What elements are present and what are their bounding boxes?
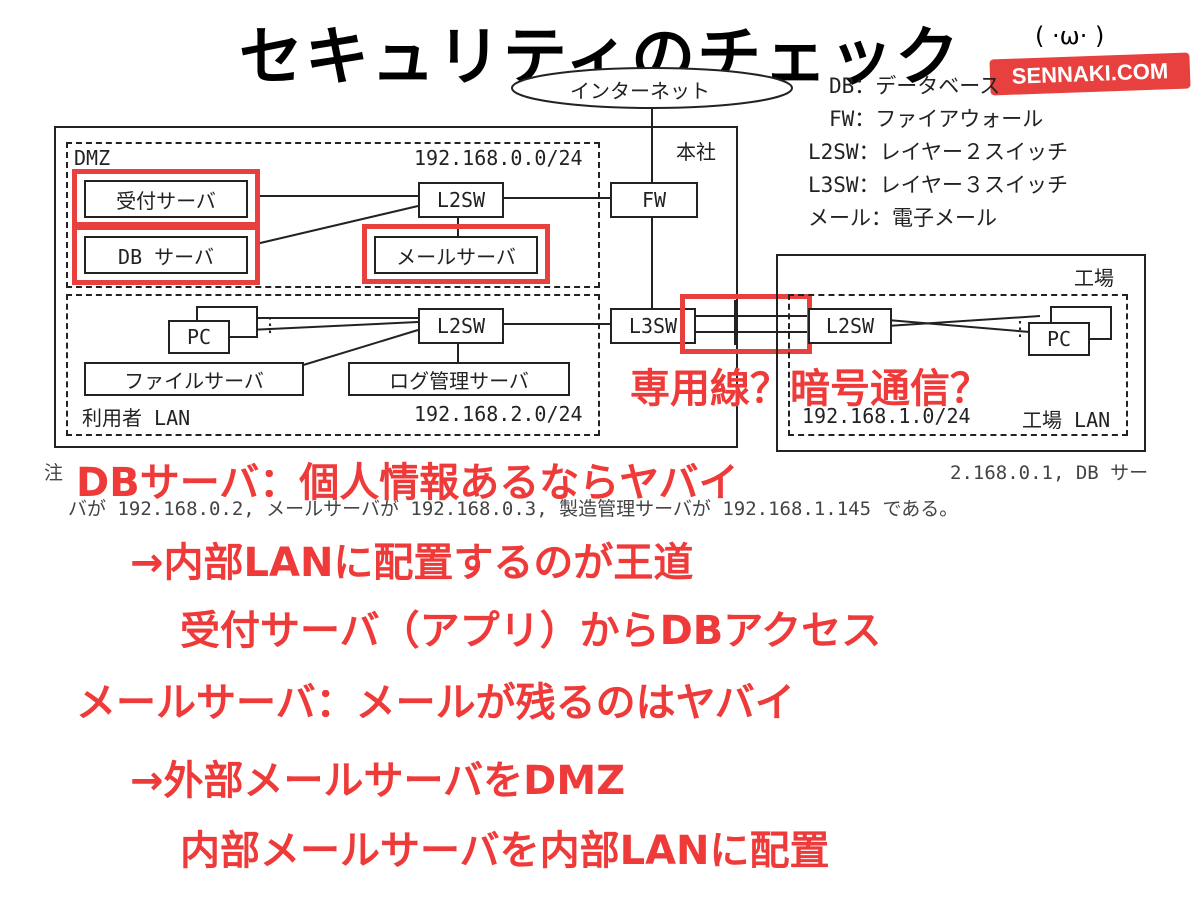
user-lan-label: 利用者 LAN (82, 406, 191, 430)
user-lan-subnet: 192.168.2.0/24 (414, 402, 583, 426)
hq-label: 本社 (676, 140, 716, 164)
highlight-mail-server (362, 224, 550, 284)
internet-label: インターネット (570, 79, 710, 103)
factory-lan-zone (788, 294, 1128, 436)
annotation-mail-fix-external: →外部メールサーバをDMZ (130, 758, 626, 804)
mail-server: メールサーバ (374, 236, 538, 274)
link-db-l2sw (255, 205, 419, 245)
pc-left: PC (168, 320, 230, 354)
factory-subnet: 192.168.1.0/24 (802, 404, 971, 428)
internet-cloud (511, 67, 793, 109)
mascot-face-icon: ( ·ω· ) (1035, 22, 1105, 50)
link-factory-l2sw-pc-2 (887, 315, 1041, 327)
hq-frame (54, 126, 738, 448)
link-user-l2sw-file (299, 329, 419, 367)
factory-l2sw: L2SW (808, 308, 892, 344)
user-lan-l2sw: L2SW (418, 308, 504, 344)
user-lan-zone (66, 294, 600, 436)
annotation-db-fix: →内部LANに配置するのが王道 (130, 540, 694, 586)
legend: DB：データベース FW：ファイアウォール L2SW：レイヤー２スイッチ L3S… (808, 70, 1068, 235)
pc-right: PC (1028, 322, 1090, 356)
annotation-db-risk: DBサーバ：個人情報あるならヤバイ (76, 460, 739, 506)
factory-frame (776, 254, 1146, 452)
pc-left-ellipsis: ⋮ (260, 312, 280, 336)
annotation-db-access: 受付サーバ（アプリ）からDBアクセス (180, 608, 882, 654)
dmz-zone (66, 142, 600, 288)
dmz-label: DMZ (74, 146, 111, 170)
firewall: FW (610, 182, 698, 218)
annotation-mail-risk: メールサーバ：メールが残るのはヤバイ (76, 680, 795, 726)
highlight-db-server (72, 225, 260, 285)
annotation-mail-fix-internal: 内部メールサーバを内部LANに配置 (180, 828, 830, 874)
legend-item-l3sw: L3SW：レイヤー３スイッチ (808, 173, 1068, 197)
file-server: ファイルサーバ (84, 362, 304, 396)
note-line1-suffix: 2.168.0.1, DB サー (950, 462, 1149, 484)
link-user-l2sw-pc (249, 321, 419, 331)
log-server: ログ管理サーバ (348, 362, 570, 396)
pc-right-ellipsis: ⋮ (1010, 316, 1030, 340)
legend-item-fw: FW：ファイアウォール (808, 107, 1044, 131)
note-line2: バが 192.168.0.2, メールサーバが 192.168.0.3, 製造管… (68, 498, 959, 520)
note-prefix: 注 (44, 462, 64, 484)
legend-item-mail: メール：電子メール (808, 206, 997, 230)
highlight-reception-server (72, 169, 260, 227)
dmz-l2sw: L2SW (418, 182, 504, 218)
dmz-subnet: 192.168.0.0/24 (414, 146, 583, 170)
factory-label: 工場 (1074, 266, 1114, 290)
annotation-leased-line: 専用線？暗号通信？ (630, 366, 990, 412)
legend-item-db: DB：データベース (808, 74, 1001, 98)
reception-server: 受付サーバ (84, 180, 248, 218)
legend-item-l2sw: L2SW：レイヤー２スイッチ (808, 140, 1068, 164)
factory-lan-label: 工場 LAN (1022, 408, 1111, 432)
link-factory-l2sw-pc (887, 319, 1031, 333)
db-server: DB サーバ (84, 236, 248, 274)
